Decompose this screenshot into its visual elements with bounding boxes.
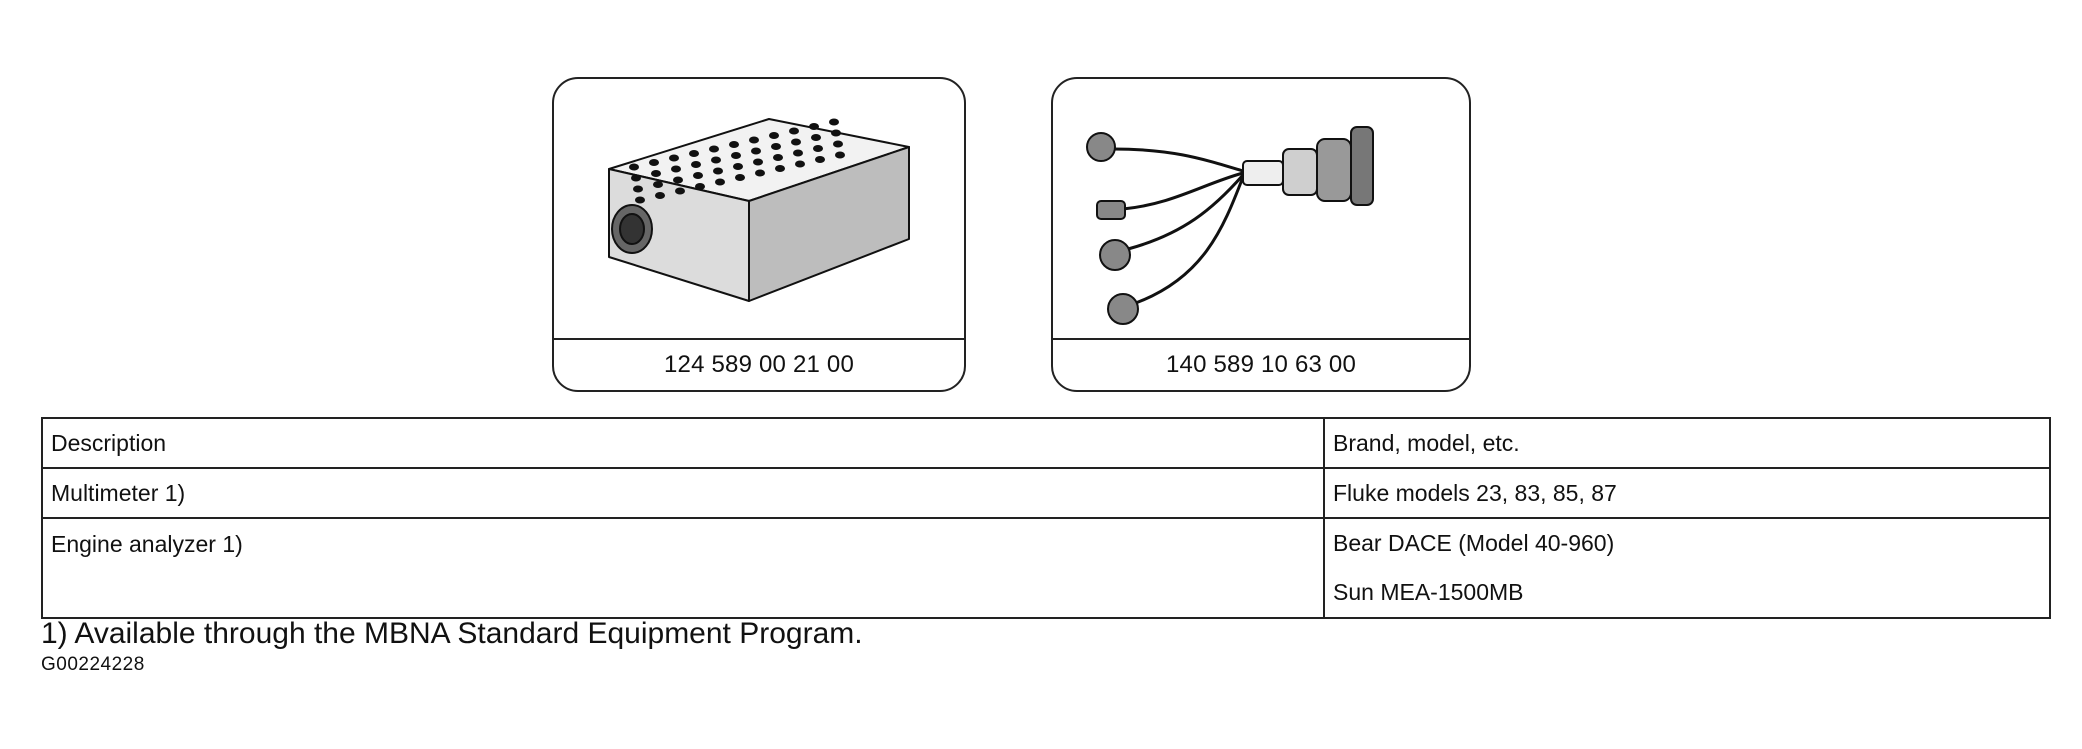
jack-hole xyxy=(795,160,805,168)
jack-hole xyxy=(755,169,765,177)
jack-hole xyxy=(815,156,825,163)
jack-hole xyxy=(829,118,839,126)
jack-hole xyxy=(753,158,763,166)
jack-hole xyxy=(733,163,743,170)
jack-hole xyxy=(789,127,799,135)
jack-hole xyxy=(631,174,641,182)
jack-hole xyxy=(729,141,739,148)
card-divider xyxy=(1053,338,1469,340)
jack-hole xyxy=(635,196,645,204)
cell-description: Engine analyzer 1) xyxy=(41,517,1325,619)
cell-brand: Bear DACE (Model 40-960) Sun MEA-1500MB xyxy=(1323,517,2051,619)
jack-hole xyxy=(689,150,699,157)
jack-hole xyxy=(769,132,779,139)
column-header-brand: Brand, model, etc. xyxy=(1323,417,2051,469)
jack-hole xyxy=(791,138,801,146)
jack-hole xyxy=(655,192,665,199)
jack-hole xyxy=(731,152,741,159)
jack-hole xyxy=(695,183,705,190)
jack-hole xyxy=(775,165,785,172)
table-row: Engine analyzer 1) Bear DACE (Model 40-9… xyxy=(41,517,2051,619)
tool-card-socket-box: 124 589 00 21 00 xyxy=(552,77,966,392)
jack-hole xyxy=(751,147,761,155)
table-row: Multimeter 1) Fluke models 23, 83, 85, 8… xyxy=(41,467,2051,519)
cell-brand: Fluke models 23, 83, 85, 87 xyxy=(1323,467,2051,519)
brand-line: Sun MEA-1500MB xyxy=(1333,579,1524,605)
jack-hole xyxy=(673,176,683,184)
jack-hole xyxy=(811,134,821,141)
jack-hole xyxy=(813,145,823,152)
jack-hole xyxy=(629,163,639,171)
column-header-description: Description xyxy=(41,417,1325,469)
footnote: 1) Available through the MBNA Standard E… xyxy=(41,617,863,650)
jack-hole xyxy=(651,170,661,177)
jack-hole xyxy=(675,187,685,195)
socket-box-icon xyxy=(554,79,964,338)
jack-hole xyxy=(809,123,819,130)
brand-line: Bear DACE (Model 40-960) xyxy=(1333,530,1615,556)
jack-hole xyxy=(735,174,745,181)
part-number-label: 124 589 00 21 00 xyxy=(663,351,855,378)
jack-hole xyxy=(835,151,845,159)
figure-code: G00224228 xyxy=(41,654,145,675)
jack-hole xyxy=(653,181,663,188)
jack-hole xyxy=(669,154,679,162)
jack-hole xyxy=(691,161,701,168)
card-divider xyxy=(554,338,964,340)
jack-hole xyxy=(715,178,725,186)
jack-hole xyxy=(713,167,723,175)
jack-hole xyxy=(671,165,681,173)
cell-description: Multimeter 1) xyxy=(41,467,1325,519)
jack-hole xyxy=(649,159,659,166)
part-number-label: 140 589 10 63 00 xyxy=(1165,351,1357,378)
tool-card-adapter-cable: 140 589 10 63 00 xyxy=(1051,77,1471,392)
jack-hole xyxy=(773,154,783,161)
jack-hole xyxy=(709,145,719,153)
jack-hole xyxy=(633,185,643,193)
equipment-table: Description Brand, model, etc. Multimete… xyxy=(41,417,2051,619)
table-header-row: Description Brand, model, etc. xyxy=(41,417,2051,469)
jack-hole xyxy=(693,172,703,179)
adapter-cable-icon xyxy=(1053,79,1469,338)
jack-hole xyxy=(833,140,843,148)
jack-hole xyxy=(771,143,781,150)
jack-hole xyxy=(831,129,841,137)
jack-hole xyxy=(711,156,721,164)
jack-hole xyxy=(749,136,759,144)
jack-hole xyxy=(793,149,803,157)
